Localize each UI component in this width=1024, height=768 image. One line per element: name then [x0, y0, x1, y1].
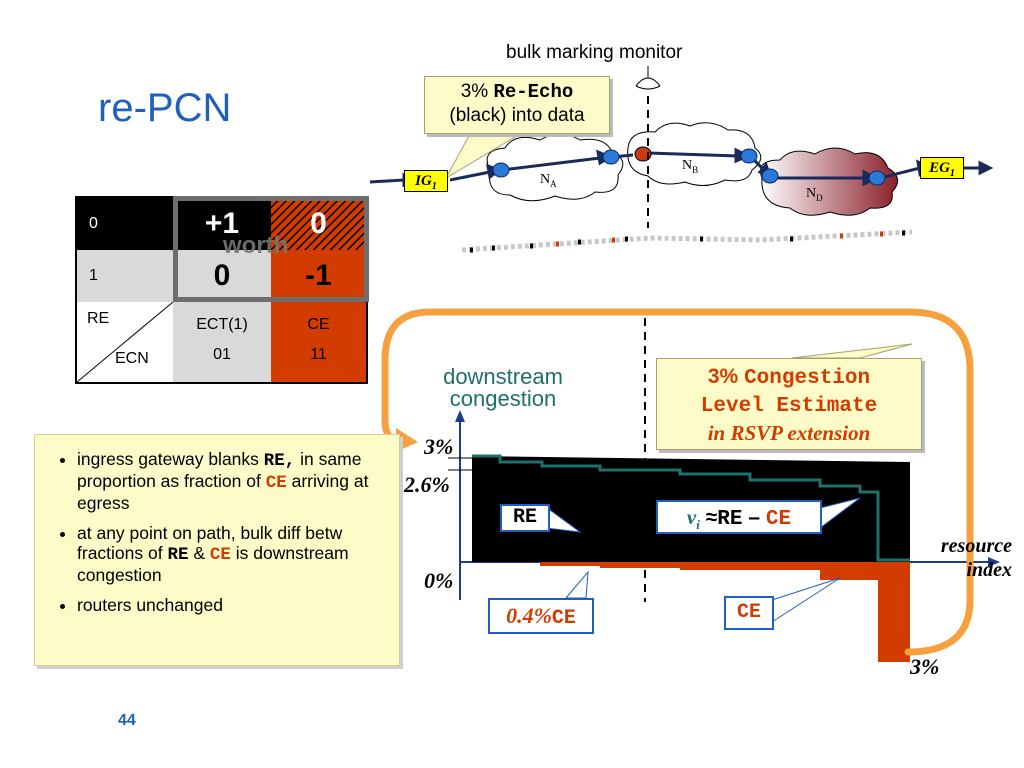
cloud-nd [760, 147, 899, 216]
bullet-1: ingress gateway blanks RE, in same propo… [77, 449, 389, 513]
re-axis-label: RE [87, 310, 110, 327]
monitor-eye-icon [635, 66, 661, 90]
ytick-2-6pct: 2.6% [404, 472, 450, 497]
worth-label: worth [223, 232, 289, 259]
worth-frame [173, 196, 369, 302]
reecho-callout: 3% Re-Echo (black) into data [424, 76, 610, 134]
router-dot [740, 148, 758, 164]
ytick-3pct: 3% [424, 434, 454, 459]
slide-number: 44 [118, 712, 136, 729]
feedback-arrow [381, 308, 974, 656]
ingress-gateway-box: IG1 [404, 170, 448, 192]
col1-code: 01 [213, 346, 231, 363]
cell-r0c1: +1 [173, 198, 271, 250]
row-label-1: 1 [77, 250, 173, 302]
vi-line [472, 454, 910, 562]
router-dot [602, 149, 620, 165]
bottom-3pct: 3% [910, 654, 940, 679]
cell-r1c1: 0 [173, 250, 271, 302]
cloud-na [486, 133, 624, 202]
egress-gateway-box: EG1 [920, 157, 964, 179]
row-label-0: 0 [77, 198, 173, 250]
cell-r1c2: -1 [271, 250, 366, 302]
ecn-axis-label: ECN [115, 350, 149, 367]
reecho-pct: 3% [460, 81, 489, 102]
monitor-label: bulk marking monitor [506, 42, 683, 63]
col-ect1: ECT(1) 01 [173, 302, 271, 382]
node-label-na: NA [540, 172, 557, 189]
reecho-line2: (black) into data [449, 105, 585, 126]
vi-label: vi ≈RE – CE [656, 500, 822, 534]
reecho-code: Re-Echo [493, 81, 574, 103]
page-title: re-PCN [98, 86, 232, 130]
corner-cell: RE ECN [77, 302, 173, 382]
ce-area [490, 562, 910, 662]
router-dot [492, 162, 510, 178]
node-label-nb: NB [682, 158, 699, 175]
pct04-label: 0.4%CE [488, 598, 594, 634]
col2-code: 11 [310, 346, 327, 363]
bullet-3: routers unchanged [77, 595, 389, 615]
re-ecn-table: 0 +1 0 1 0 -1 worth RE ECN ECT(1) 01 CE … [75, 196, 369, 384]
router-dot [868, 170, 886, 186]
ytick-0pct: 0% [424, 568, 454, 593]
bullet-panel: ingress gateway blanks RE, in same propo… [34, 434, 400, 666]
router-dot [761, 168, 779, 184]
re-box-label: RE [500, 504, 550, 532]
packet-stream [461, 229, 913, 253]
ce-box-label: CE [724, 596, 774, 630]
cell-r0c2: 0 [271, 198, 366, 250]
col-ce: CE 11 [271, 302, 366, 382]
cle-callout: 3% Congestion Level Estimate in RSVP ext… [656, 358, 922, 450]
node-label-nd: ND [806, 186, 823, 203]
col1-name: ECT(1) [196, 316, 248, 333]
col2-name: CE [307, 316, 330, 333]
bullet-2: at any point on path, bulk diff betw fra… [77, 523, 389, 585]
